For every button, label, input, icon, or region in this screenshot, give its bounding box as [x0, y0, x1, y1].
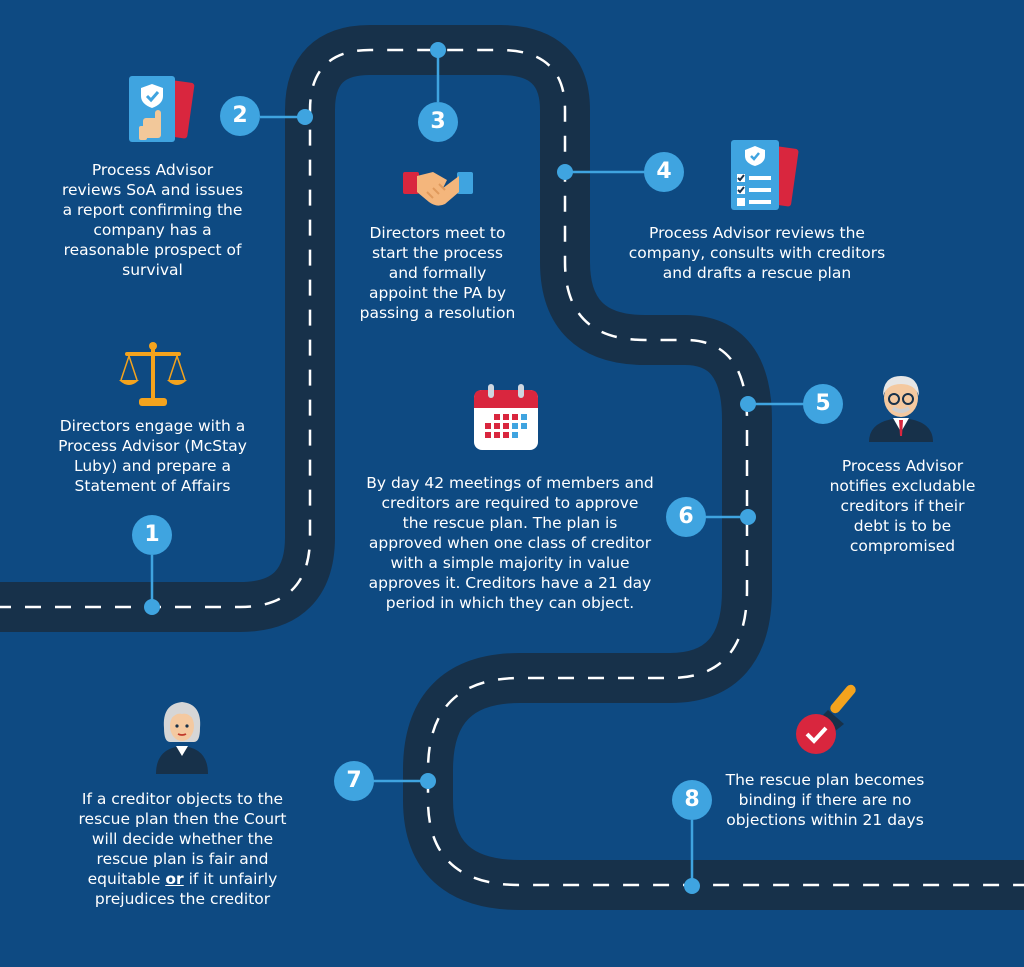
step-2-line: survival	[122, 261, 183, 279]
step-5-number: 5	[803, 384, 843, 424]
step-5-line: creditors if their	[840, 497, 965, 515]
step-8-number: 8	[672, 780, 712, 820]
step-8-text: The rescue plan becomes binding if there…	[710, 770, 940, 830]
approval-stamp-icon	[796, 684, 856, 754]
step-2-number: 2	[220, 96, 260, 136]
step-6-text: By day 42 meetings of members and credit…	[355, 473, 665, 613]
road-dot-5	[740, 396, 756, 412]
step-7-line: equitable or if it unfairly	[60, 869, 305, 889]
step-8-line: binding if there are no	[738, 791, 912, 809]
step-1-line: Directors engage with a	[59, 417, 246, 435]
step-3-line: passing a resolution	[359, 304, 516, 322]
step-8-line: objections within 21 days	[726, 811, 924, 829]
step-7-line: prejudices the creditor	[94, 890, 271, 908]
calendar-icon	[474, 384, 538, 450]
step-6-number: 6	[666, 497, 706, 537]
step-1-text: Directors engage with a Process Advisor …	[40, 416, 265, 496]
road-dots	[144, 42, 756, 894]
step-3-text: Directors meet to start the process and …	[345, 223, 530, 323]
step-4-text: Process Advisor reviews the company, con…	[612, 223, 902, 283]
step-7-line: rescue plan is fair and	[96, 850, 269, 868]
step-7-number: 7	[334, 761, 374, 801]
step-7-line5-before: equitable	[87, 870, 166, 888]
step-5-line: Process Advisor	[841, 457, 964, 475]
step-5-line: notifies excludable	[829, 477, 976, 495]
step-2-line: reasonable prospect of	[63, 241, 242, 259]
step-5-line: compromised	[849, 537, 956, 555]
step-1-line: Statement of Affairs	[74, 477, 231, 495]
road-dot-6	[740, 509, 756, 525]
step-4-line: Process Advisor reviews the	[649, 224, 865, 242]
step-3-line: Directors meet to	[369, 224, 506, 242]
step-7-line: will decide whether the	[91, 830, 274, 848]
step-6-line: with a simple majority in value	[390, 554, 630, 572]
step-7-line: If a creditor objects to the	[81, 790, 284, 808]
advisor-man-icon	[869, 376, 933, 442]
road-center-line	[0, 48, 1024, 887]
checklist-document-icon	[731, 140, 799, 210]
marker-connectors	[150, 50, 804, 886]
step-2-text: Process Advisor reviews SoA and issues a…	[40, 160, 265, 280]
step-6-line: period in which they can object.	[385, 594, 635, 612]
step-6-line: approved when one class of creditor	[368, 534, 652, 552]
step-4-number: 4	[644, 152, 684, 192]
step-4-line: company, consults with creditors	[628, 244, 886, 262]
road-dot-3	[430, 42, 446, 58]
step-7-line5-after: if it unfairly	[183, 870, 278, 888]
scales-icon	[119, 342, 187, 406]
report-document-icon	[129, 76, 195, 142]
step-2-line: company has a	[93, 221, 212, 239]
step-6-line: By day 42 meetings of members and	[366, 474, 654, 492]
step-2-line: Process Advisor	[91, 161, 214, 179]
judge-icon	[156, 702, 208, 774]
step-4-line: and drafts a rescue plan	[662, 264, 852, 282]
road-dot-8	[684, 878, 700, 894]
step-1-number: 1	[132, 515, 172, 555]
step-1-line: Process Advisor (McStay	[58, 437, 247, 455]
step-7-text: If a creditor objects to the rescue plan…	[60, 789, 305, 909]
road-dot-4	[557, 164, 573, 180]
step-6-line: approves it. Creditors have a 21 day	[368, 574, 652, 592]
road-dot-7	[420, 773, 436, 789]
step-3-line: and formally	[388, 264, 487, 282]
step-5-line: debt is to be	[853, 517, 952, 535]
step-6-line: the rescue plan. The plan is	[402, 514, 618, 532]
step-3-number: 3	[418, 102, 458, 142]
step-1-line: Luby) and prepare a	[74, 457, 231, 475]
step-2-line: a report confirming the	[62, 201, 243, 219]
step-7-line: rescue plan then the Court	[78, 810, 287, 828]
step-3-line: appoint the PA by	[368, 284, 507, 302]
road-dot-1	[144, 599, 160, 615]
step-3-line: start the process	[372, 244, 503, 262]
step-7-emphasis: or	[165, 870, 184, 888]
step-8-line: The rescue plan becomes	[725, 771, 925, 789]
step-6-line: creditors are required to approve	[381, 494, 639, 512]
handshake-icon	[403, 172, 473, 206]
step-5-text: Process Advisor notifies excludable cred…	[815, 456, 990, 556]
road-dot-2	[297, 109, 313, 125]
step-2-line: reviews SoA and issues	[61, 181, 244, 199]
